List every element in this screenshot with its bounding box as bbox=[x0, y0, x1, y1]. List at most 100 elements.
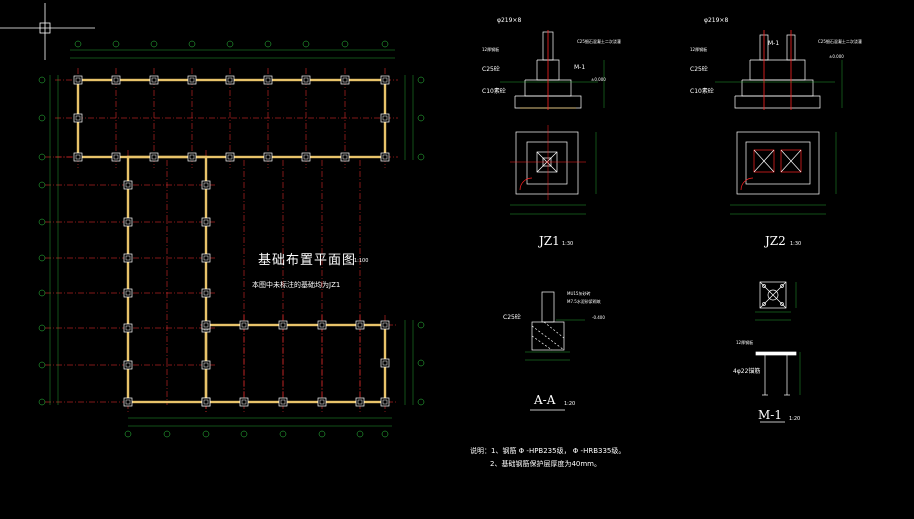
foundation-wall bbox=[204, 323, 387, 404]
aa-mortar-label: M7.5水泥砂浆砌筑 bbox=[567, 299, 601, 304]
aa-scale: 1:20 bbox=[564, 401, 576, 407]
m1-detail-drawing bbox=[755, 281, 801, 423]
m1-plate-label: 12厚钢板 bbox=[736, 340, 754, 345]
aa-section-drawing bbox=[525, 291, 585, 411]
column-footing bbox=[225, 152, 235, 162]
plan-dimensions bbox=[38, 40, 425, 438]
foundation-wall bbox=[126, 155, 208, 404]
column-footing bbox=[201, 217, 211, 227]
column-footing bbox=[123, 217, 133, 227]
jz1-title: JZ1 bbox=[539, 234, 560, 248]
column-footing bbox=[123, 288, 133, 298]
column-footing bbox=[355, 397, 365, 407]
jz1-c25-label: C25砼 bbox=[482, 66, 500, 73]
jz2-elev-label: ±0.000 bbox=[829, 54, 844, 59]
column-footing bbox=[301, 75, 311, 85]
axis-bubble bbox=[264, 40, 272, 48]
jz1-detail-drawing bbox=[500, 30, 605, 215]
aa-title: A-A bbox=[534, 393, 556, 407]
jz2-rebar-label: 12厚钢板 bbox=[690, 47, 708, 52]
column-footing bbox=[149, 75, 159, 85]
column-footing bbox=[73, 152, 83, 162]
axis-bubble bbox=[163, 430, 171, 438]
axis-bubble bbox=[356, 430, 364, 438]
m1-scale: 1:20 bbox=[789, 416, 801, 422]
axis-bubble bbox=[417, 359, 425, 367]
jz1-grout-label: C25细石混凝土二次浇灌 bbox=[577, 39, 621, 44]
column-footing bbox=[355, 320, 365, 330]
column-footing bbox=[201, 320, 211, 330]
axis-bubble bbox=[279, 430, 287, 438]
plan-title: 基础布置平面图 bbox=[258, 253, 357, 268]
ucs-cursor-icon bbox=[0, 3, 95, 60]
axis-bubble bbox=[38, 218, 46, 226]
column-footing bbox=[301, 152, 311, 162]
axis-bubble bbox=[240, 430, 248, 438]
jz1-elev-label: ±0.000 bbox=[591, 77, 606, 82]
column-footing bbox=[380, 397, 390, 407]
jz2-m1-label: M-1 bbox=[768, 40, 780, 47]
axis-bubble bbox=[38, 76, 46, 84]
axis-bubble bbox=[417, 398, 425, 406]
column-footing bbox=[380, 113, 390, 123]
column-footing bbox=[340, 152, 350, 162]
axis-bubble bbox=[38, 398, 46, 406]
column-footing bbox=[187, 75, 197, 85]
column-footing bbox=[239, 320, 249, 330]
axis-bubble bbox=[124, 430, 132, 438]
column-footing bbox=[201, 397, 211, 407]
jz2-pipe-label: φ219×8 bbox=[704, 17, 729, 24]
plan-note: 本图中未标注的基础均为JZ1 bbox=[252, 281, 341, 289]
jz1-c10-label: C10素砼 bbox=[482, 88, 506, 95]
axis-bubble bbox=[341, 40, 349, 48]
column-footing bbox=[123, 360, 133, 370]
axis-bubble bbox=[38, 181, 46, 189]
axis-bubble bbox=[226, 40, 234, 48]
axis-bubble bbox=[74, 40, 82, 48]
column-footing bbox=[263, 75, 273, 85]
foundation-wall bbox=[76, 78, 387, 159]
jz2-title: JZ2 bbox=[765, 234, 786, 248]
column-footing bbox=[317, 320, 327, 330]
column-footing bbox=[263, 152, 273, 162]
axis-bubble bbox=[417, 153, 425, 161]
plan-title-scale: 1:100 bbox=[354, 258, 369, 264]
axis-bubble bbox=[38, 324, 46, 332]
aa-c25-label: C25砼 bbox=[503, 314, 521, 321]
column-footing bbox=[111, 75, 121, 85]
axis-bubble bbox=[417, 321, 425, 329]
column-footing bbox=[123, 397, 133, 407]
column-footing bbox=[73, 75, 83, 85]
axis-bubble bbox=[417, 76, 425, 84]
column-footing bbox=[201, 360, 211, 370]
axis-bubble bbox=[38, 254, 46, 262]
jz2-detail-drawing bbox=[715, 30, 843, 215]
plan-columns bbox=[73, 75, 390, 407]
m1-title: M-1 bbox=[758, 408, 782, 422]
column-footing bbox=[187, 152, 197, 162]
axis-bubble bbox=[417, 114, 425, 122]
axis-bubble bbox=[188, 40, 196, 48]
m1-anchor-label: 4φ22锚筋 bbox=[733, 368, 761, 375]
aa-elev-label: -0.400 bbox=[592, 315, 605, 320]
axis-bubble bbox=[38, 153, 46, 161]
axis-bubble bbox=[38, 114, 46, 122]
column-footing bbox=[340, 75, 350, 85]
column-footing bbox=[73, 113, 83, 123]
column-footing bbox=[380, 320, 390, 330]
axis-bubble bbox=[318, 430, 326, 438]
jz1-rebar-label: 12厚钢板 bbox=[482, 47, 500, 52]
column-footing bbox=[380, 152, 390, 162]
aa-wall-label: MU15灰砂砖 bbox=[567, 291, 591, 296]
axis-bubble bbox=[202, 430, 210, 438]
column-footing bbox=[111, 152, 121, 162]
column-footing bbox=[380, 75, 390, 85]
plan-axis-grid bbox=[45, 68, 398, 412]
axis-bubble bbox=[381, 430, 389, 438]
column-footing bbox=[149, 152, 159, 162]
notes-line-2: 2、基础钢筋保护层厚度为40mm。 bbox=[490, 460, 601, 468]
jz2-c25-label: C25砼 bbox=[690, 66, 708, 73]
column-footing bbox=[239, 397, 249, 407]
